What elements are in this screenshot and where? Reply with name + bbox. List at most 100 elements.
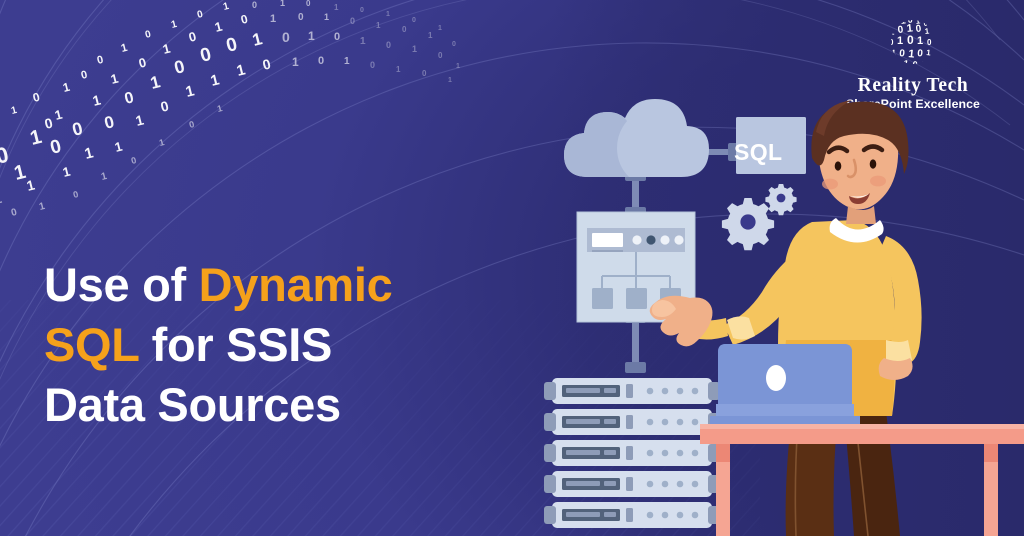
svg-text:1: 1 [308, 29, 315, 43]
svg-text:0: 0 [452, 41, 456, 48]
illustration [544, 99, 1024, 536]
svg-text:0: 0 [897, 24, 904, 36]
server-unit [544, 378, 720, 404]
svg-text:0: 0 [10, 207, 18, 219]
svg-text:1: 1 [109, 71, 120, 87]
svg-text:1: 1 [12, 161, 28, 185]
svg-text:0: 0 [123, 89, 136, 108]
svg-text:1: 1 [412, 44, 417, 54]
svg-text:0: 0 [252, 0, 257, 10]
svg-text:1: 1 [213, 19, 224, 35]
svg-text:1: 1 [917, 35, 923, 47]
svg-text:0: 0 [130, 155, 137, 166]
svg-text:1: 1 [61, 164, 72, 180]
svg-text:0: 0 [48, 136, 63, 159]
svg-text:0: 0 [96, 54, 105, 67]
person-left-arm [649, 240, 831, 347]
svg-text:1: 1 [891, 48, 897, 57]
svg-text:1: 1 [456, 63, 460, 70]
svg-text:1: 1 [324, 12, 329, 22]
svg-text:1: 1 [360, 36, 366, 47]
server-rack [544, 378, 720, 528]
laptop-icon[interactable] [710, 344, 860, 427]
svg-text:0: 0 [0, 142, 11, 169]
svg-text:0: 0 [334, 31, 340, 43]
svg-text:0: 0 [402, 25, 407, 34]
binary-sphere-icon: 0 1 0 1 0 1 0 1 0 1 0 1 0 1 0 1 0 1 0 1 [889, 14, 932, 69]
svg-text:1: 1 [170, 19, 178, 31]
svg-text:0: 0 [196, 9, 204, 21]
svg-text:0: 0 [188, 119, 195, 130]
logo-name: Reality Tech [857, 75, 969, 96]
svg-text:0: 0 [318, 55, 324, 67]
svg-text:0: 0 [31, 90, 41, 105]
laptop-logo [766, 365, 786, 391]
svg-text:0: 0 [907, 14, 913, 25]
svg-text:0: 0 [144, 29, 152, 41]
panel-screen [592, 233, 623, 247]
svg-text:1: 1 [91, 91, 103, 108]
svg-text:1: 1 [83, 144, 95, 163]
svg-text:1: 1 [113, 139, 124, 155]
svg-text:0: 0 [350, 16, 355, 26]
svg-text:1: 1 [428, 31, 433, 40]
person-right-arm [878, 236, 922, 380]
svg-text:1: 1 [25, 176, 37, 193]
svg-text:1: 1 [396, 65, 401, 74]
server-unit [544, 440, 720, 466]
panel-button-4 [674, 235, 684, 245]
svg-text:1: 1 [161, 41, 172, 57]
svg-text:0: 0 [198, 44, 213, 67]
svg-text:0: 0 [923, 20, 928, 27]
svg-text:0: 0 [917, 48, 924, 60]
person-head [811, 100, 909, 224]
svg-text:1: 1 [280, 0, 285, 8]
svg-text:1: 1 [270, 13, 276, 25]
server-unit [544, 409, 720, 435]
headline-text-use-of: Use of [44, 258, 199, 312]
svg-text:1: 1 [924, 27, 930, 36]
panel-node-1 [592, 288, 613, 309]
svg-text:1: 1 [250, 29, 264, 50]
svg-text:1: 1 [0, 192, 4, 207]
gears-icon [721, 184, 797, 251]
svg-text:1: 1 [120, 42, 129, 55]
svg-text:0: 0 [172, 56, 187, 78]
svg-text:0: 0 [239, 12, 249, 27]
svg-text:0: 0 [43, 114, 55, 131]
svg-text:1: 1 [926, 48, 932, 57]
svg-text:0: 0 [927, 38, 932, 47]
headline-accent-dynamic: Dynamic [198, 258, 393, 312]
headline-line-1: Use of Dynamic [44, 255, 514, 315]
panel-button-2 [646, 235, 656, 245]
svg-text:0: 0 [80, 69, 89, 82]
svg-text:1: 1 [900, 15, 906, 26]
svg-text:1: 1 [134, 111, 146, 128]
svg-text:1: 1 [903, 58, 910, 69]
logo[interactable]: 0 1 0 1 0 1 0 1 0 1 0 1 0 1 0 1 0 1 0 1 [824, 14, 1002, 112]
svg-text:1: 1 [376, 21, 381, 30]
server-unit [544, 502, 720, 528]
headline-text-for-ssis: for SSIS [138, 318, 333, 372]
svg-text:1: 1 [344, 56, 350, 67]
svg-text:0: 0 [360, 7, 364, 14]
svg-text:1: 1 [386, 11, 390, 18]
svg-text:0: 0 [907, 33, 914, 47]
svg-text:0: 0 [899, 48, 906, 60]
svg-text:1: 1 [222, 1, 230, 13]
server-unit [544, 471, 720, 497]
panel-node-2 [626, 288, 647, 309]
svg-text:1: 1 [61, 80, 71, 95]
sql-box-label: SQL [734, 139, 783, 165]
svg-text:1: 1 [915, 16, 921, 26]
svg-text:0: 0 [412, 17, 416, 24]
connector-cloud-to-panel [625, 170, 646, 218]
svg-text:0: 0 [70, 118, 85, 140]
svg-text:1: 1 [38, 201, 46, 213]
svg-text:0: 0 [159, 97, 171, 114]
svg-text:1: 1 [448, 77, 452, 84]
svg-text:0: 0 [889, 38, 894, 47]
svg-text:1: 1 [334, 3, 339, 12]
binary-wave-pattern: 0 1 1 0 1 0 1 1 0 1 0 1 1 0 1 0 1 0 1 0 [0, 0, 460, 219]
svg-text:0: 0 [282, 29, 290, 45]
